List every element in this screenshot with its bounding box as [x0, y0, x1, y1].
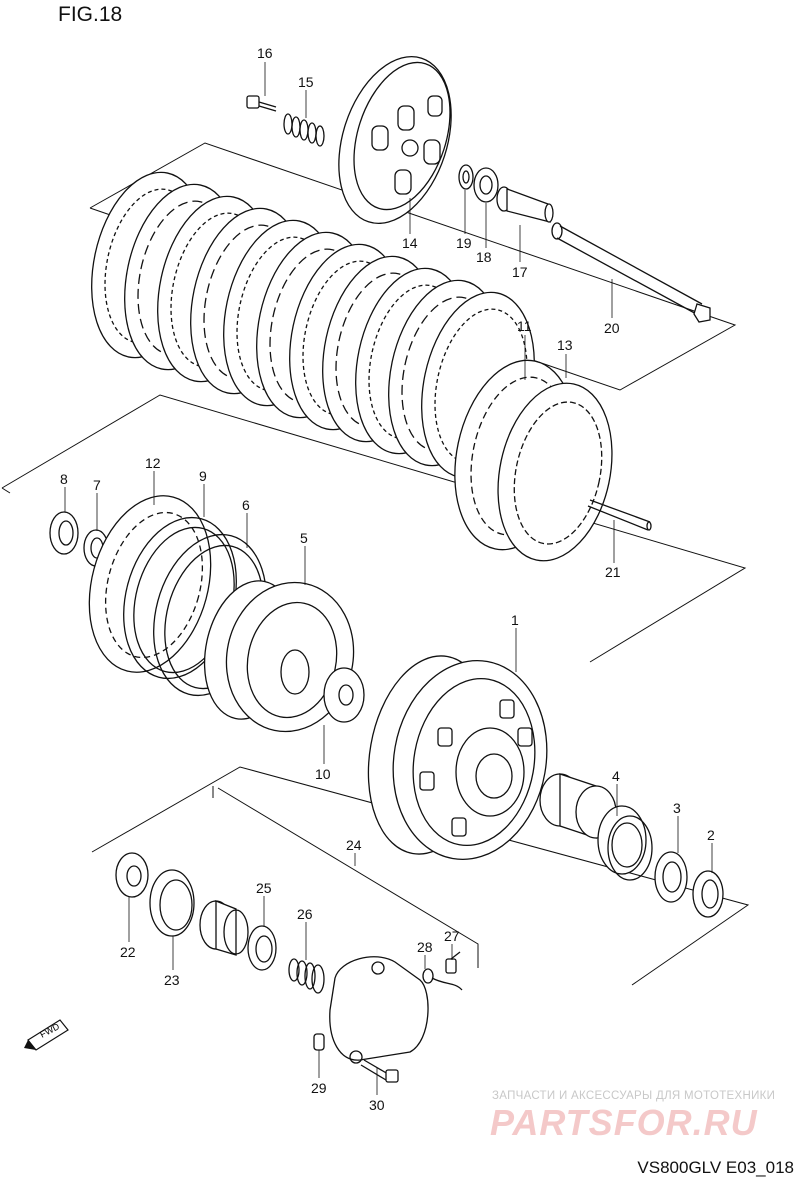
leader-lines	[64, 62, 713, 1095]
callout-20: 20	[604, 320, 620, 336]
callout-9: 9	[199, 468, 207, 484]
callout-23: 23	[164, 972, 180, 988]
bolt-part-16	[246, 95, 277, 112]
callout-17: 17	[512, 264, 528, 280]
callout-11: 11	[517, 318, 532, 334]
clutch-plate-stack	[91, 171, 535, 479]
release-cover-part-24	[329, 956, 429, 1064]
callout-labels: 16 15 14 19 18 17 20 11 13 21 8 7 12 9 6…	[60, 45, 715, 1113]
washer-part-19	[458, 164, 474, 190]
callout-25: 25	[256, 880, 272, 896]
callout-14: 14	[402, 235, 418, 251]
callout-27: 27	[444, 928, 460, 944]
drive-plate-part-13	[497, 382, 613, 562]
callout-15: 15	[298, 74, 314, 90]
bearing-part-25	[199, 900, 277, 971]
callout-26: 26	[297, 906, 313, 922]
callout-16: 16	[257, 45, 273, 61]
callout-21: 21	[605, 564, 621, 580]
callout-2: 2	[707, 827, 715, 843]
callout-3: 3	[673, 800, 681, 816]
bearing-part-18	[473, 167, 499, 203]
rod-piece-part-17	[496, 186, 554, 223]
clutch-sleeve-hub-part-5	[203, 580, 355, 733]
spring-part-26	[288, 958, 325, 994]
push-rod-part-20	[551, 222, 711, 323]
callout-28: 28	[417, 939, 433, 955]
callout-30: 30	[369, 1097, 385, 1113]
seal-part-23	[149, 869, 195, 937]
diagram-code: VS800GLV E03_018	[637, 1158, 794, 1177]
callout-22: 22	[120, 944, 136, 960]
plate-part-12	[88, 495, 212, 673]
hub-group-outline	[1, 394, 747, 663]
callout-24: 24	[346, 837, 362, 853]
callout-8: 8	[60, 471, 68, 487]
dowel-part-29	[313, 1033, 325, 1051]
figure-title: FIG.18	[58, 3, 123, 26]
callout-5: 5	[300, 530, 308, 546]
washer-part-3	[654, 851, 688, 903]
callout-12: 12	[145, 455, 161, 471]
pressure-plate-part-14	[338, 55, 452, 225]
watermark-tagline: ЗАПЧАСТИ И АКСЕССУАРЫ ДЛЯ МОТОТЕХНИКИ	[492, 1090, 776, 1102]
callout-19: 19	[456, 235, 472, 251]
needle-bearing-part-4	[539, 773, 653, 881]
bolt-part-30	[360, 1059, 399, 1083]
nut-part-8	[49, 511, 79, 555]
callout-4: 4	[612, 768, 620, 784]
bleeder-part-27	[445, 951, 461, 974]
callout-7: 7	[93, 477, 101, 493]
washer-part-28	[422, 968, 463, 991]
callout-13: 13	[557, 337, 573, 353]
washer-part-2	[692, 870, 724, 918]
callout-10: 10	[315, 766, 331, 782]
callout-29: 29	[311, 1080, 327, 1096]
fwd-arrow-badge: FWD	[24, 1019, 69, 1051]
washer-part-10	[323, 667, 365, 723]
callout-1: 1	[511, 612, 519, 628]
pin-part-21	[587, 499, 652, 531]
oil-seal-part-22	[115, 852, 149, 898]
callout-18: 18	[476, 249, 492, 265]
watermark-brand: PARTSFOR.RU	[490, 1102, 758, 1143]
spring-part-15	[283, 113, 325, 147]
callout-6: 6	[242, 497, 250, 513]
clutch-housing-part-1	[367, 655, 548, 861]
